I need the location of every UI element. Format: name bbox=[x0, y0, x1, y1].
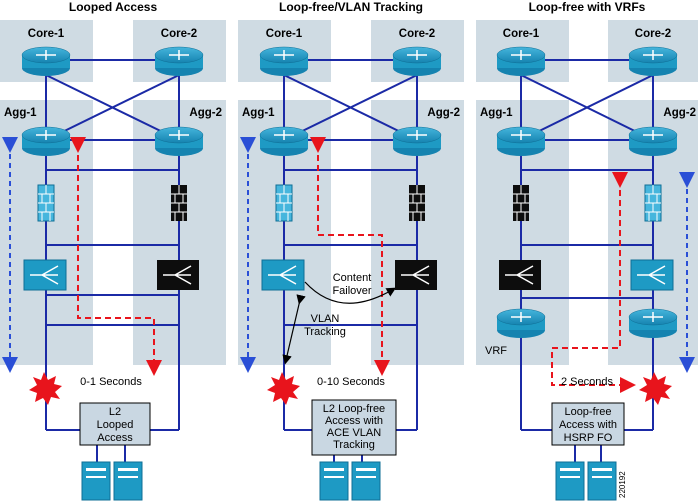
servers bbox=[81, 461, 143, 501]
router-vrf-left bbox=[496, 308, 546, 338]
router-core-1 bbox=[21, 46, 71, 76]
router-core-1 bbox=[496, 46, 546, 76]
core-left-label: Core-1 bbox=[266, 28, 303, 40]
failure-burst bbox=[639, 372, 672, 405]
time-label: 0-10 Seconds bbox=[317, 376, 385, 388]
content-failover-arrow bbox=[304, 281, 397, 304]
firewall-right bbox=[644, 184, 662, 222]
box-line-4: Tracking bbox=[333, 439, 375, 451]
router-core-1 bbox=[259, 46, 309, 76]
agg-left-label: Agg-1 bbox=[480, 107, 513, 119]
box-line-1: Loop-free bbox=[564, 406, 611, 418]
box-line-1: L2 Loop-free bbox=[323, 403, 385, 415]
load-balancer-left bbox=[23, 259, 67, 291]
agg-left-label: Agg-1 bbox=[4, 107, 37, 119]
core-left-label: Core-1 bbox=[503, 28, 540, 40]
box-line-2: Access with bbox=[325, 415, 383, 427]
vlan-tracking-line-1: VLAN bbox=[311, 313, 340, 325]
router-core-2 bbox=[628, 46, 678, 76]
panel-title: Looped Access bbox=[69, 0, 158, 14]
load-balancer-right bbox=[630, 259, 674, 291]
core-right-label: Core-2 bbox=[399, 28, 435, 40]
agg-right-label: Agg-2 bbox=[663, 107, 696, 119]
router-core-2 bbox=[392, 46, 442, 76]
box-line-1: L2 bbox=[109, 406, 121, 418]
box-line-3: HSRP FO bbox=[564, 432, 613, 444]
router-vrf-right bbox=[628, 308, 678, 338]
figure-id: 220192 bbox=[618, 471, 627, 498]
box-line-2: Looped bbox=[97, 419, 134, 431]
core-right-label: Core-2 bbox=[161, 28, 197, 40]
firewall-right bbox=[409, 185, 425, 221]
agg-right-label: Agg-2 bbox=[189, 107, 222, 119]
red-failover-path bbox=[310, 137, 390, 376]
panel-vrfs: Loop-free with VRFs Core-1 Core-2 Agg-1 … bbox=[476, 0, 698, 501]
vlan-tracking-arrow bbox=[282, 294, 306, 365]
access-box bbox=[311, 399, 397, 456]
router-agg-2 bbox=[628, 126, 678, 156]
content-failover-line-2: Failover bbox=[332, 285, 371, 297]
firewall-left bbox=[275, 184, 293, 222]
access-box bbox=[551, 402, 625, 446]
load-balancer-left bbox=[499, 260, 541, 290]
box-line-3: Access bbox=[97, 432, 133, 444]
firewall-left bbox=[513, 185, 529, 221]
core-left-label: Core-1 bbox=[28, 28, 65, 40]
firewall-left bbox=[37, 184, 55, 222]
panel-title: Loop-free with VRFs bbox=[529, 0, 646, 14]
servers bbox=[555, 461, 617, 501]
vlan-tracking-line-2: Tracking bbox=[304, 326, 346, 338]
red-failover-path bbox=[70, 137, 162, 376]
red-failover-path bbox=[551, 172, 636, 393]
content-failover-line-1: Content bbox=[333, 272, 372, 284]
router-agg-1 bbox=[21, 126, 71, 156]
servers bbox=[319, 461, 381, 501]
panel-looped-access: Looped Access Core-1 Core-2 Agg-1 Agg-2 … bbox=[0, 0, 226, 501]
failure-burst bbox=[267, 372, 300, 405]
time-label: 2 Seconds bbox=[561, 376, 613, 388]
router-core-2 bbox=[154, 46, 204, 76]
box-line-3: ACE VLAN bbox=[327, 427, 381, 439]
panel-title: Loop-free/VLAN Tracking bbox=[279, 0, 423, 14]
vrf-label: VRF bbox=[485, 345, 507, 357]
panel-vlan-tracking: Loop-free/VLAN Tracking Core-1 Core-2 Ag… bbox=[238, 0, 464, 501]
agg-left-label: Agg-1 bbox=[242, 107, 275, 119]
router-agg-1 bbox=[496, 126, 546, 156]
router-agg-2 bbox=[154, 126, 204, 156]
router-agg-2 bbox=[392, 126, 442, 156]
failure-burst bbox=[29, 372, 62, 405]
load-balancer-right bbox=[157, 260, 199, 290]
firewall-right bbox=[171, 185, 187, 221]
box-line-2: Access with bbox=[559, 419, 617, 431]
load-balancer-right bbox=[395, 260, 437, 290]
access-box bbox=[79, 402, 151, 446]
load-balancer-left bbox=[261, 259, 305, 291]
agg-right-label: Agg-2 bbox=[427, 107, 460, 119]
time-label: 0-1 Seconds bbox=[80, 376, 142, 388]
router-agg-1 bbox=[259, 126, 309, 156]
core-right-label: Core-2 bbox=[635, 28, 671, 40]
